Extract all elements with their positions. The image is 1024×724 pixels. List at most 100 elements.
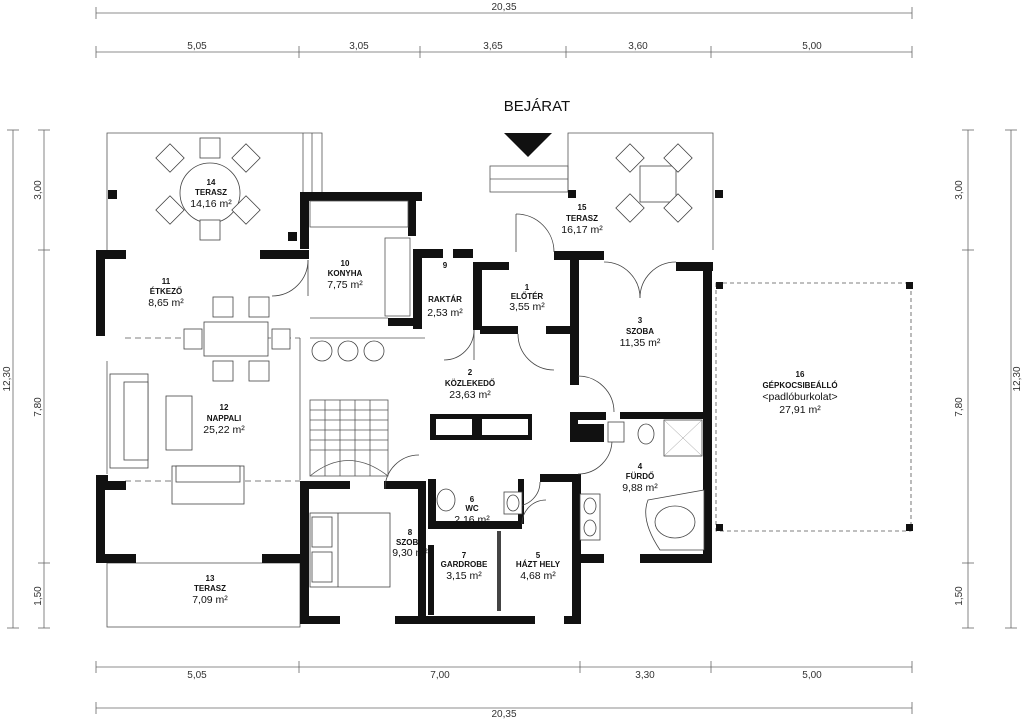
room-name: GÉPKOCSIBEÁLLÓ bbox=[762, 381, 837, 390]
dim-left-total: 12,30 bbox=[2, 366, 13, 391]
dim-left-seg-2: 7,80 bbox=[33, 397, 44, 417]
room-name: HÁZT HELY bbox=[516, 560, 561, 569]
room-area: 23,63 m² bbox=[449, 389, 491, 401]
room-number: 13 bbox=[206, 574, 215, 583]
room-number: 2 bbox=[468, 368, 473, 377]
terrace-dining-set-left bbox=[155, 137, 261, 241]
dim-bottom-seg-1: 5,05 bbox=[187, 670, 207, 681]
entrance-arrow-icon bbox=[504, 133, 552, 157]
room-name: WC bbox=[465, 504, 479, 513]
room-name: TERASZ bbox=[195, 188, 227, 197]
kitchen-counter bbox=[309, 200, 411, 317]
room-number: 9 bbox=[443, 261, 448, 270]
room-area: 3,15 m² bbox=[446, 570, 482, 582]
dim-top-seg-5: 5,00 bbox=[802, 41, 822, 52]
room-number: 5 bbox=[536, 551, 541, 560]
room-number: 11 bbox=[162, 277, 171, 286]
dim-top-seg-2: 3,05 bbox=[349, 41, 369, 52]
room-number: 16 bbox=[796, 370, 805, 379]
bottom-dimension-lines bbox=[95, 661, 913, 714]
dim-right-total: 12,30 bbox=[1012, 366, 1023, 391]
bed bbox=[309, 512, 391, 588]
room-1-label: 1 ELŐTÉR 3,55 m² bbox=[509, 283, 545, 313]
room-7-label: 7 GARDROBE 3,15 m² bbox=[441, 551, 488, 582]
room-name: TERASZ bbox=[566, 214, 598, 223]
entrance-label: BEJÁRAT bbox=[504, 98, 570, 115]
top-dimension-lines bbox=[95, 7, 913, 58]
room-name: RAKTÁR bbox=[428, 295, 462, 304]
dim-bottom-seg-4: 5,00 bbox=[802, 670, 822, 681]
dim-bottom-seg-3: 3,30 bbox=[635, 670, 655, 681]
room-number: 7 bbox=[462, 551, 467, 560]
room-name: GARDROBE bbox=[441, 560, 488, 569]
room-number: 8 bbox=[408, 528, 413, 537]
terrace-dining-set-right bbox=[615, 143, 693, 223]
room-area: 7,75 m² bbox=[327, 279, 363, 291]
interior-lines bbox=[106, 317, 425, 482]
dim-top-total: 20,35 bbox=[491, 2, 516, 13]
room-area: 11,35 m² bbox=[620, 337, 661, 349]
room-6-label: 6 WC 2,16 m² bbox=[454, 495, 490, 526]
dim-top-seg-3: 3,65 bbox=[483, 41, 503, 52]
room-number: 12 bbox=[220, 403, 229, 412]
room-number: 14 bbox=[207, 178, 216, 187]
room-number: 10 bbox=[341, 259, 350, 268]
dim-right-seg-2: 7,80 bbox=[954, 397, 965, 417]
room-area: 9,88 m² bbox=[622, 482, 658, 494]
room-number: 6 bbox=[470, 495, 475, 504]
room-11-label: 11 ÉTKEZŐ 8,65 m² bbox=[148, 277, 184, 309]
bar-stools bbox=[311, 340, 385, 362]
room-9-label: 9 RAKTÁR 2,53 m² bbox=[427, 261, 463, 319]
room-area: 3,55 m² bbox=[509, 301, 545, 313]
room-2-label: 2 KÖZLEKEDŐ 23,63 m² bbox=[445, 368, 495, 401]
room-13-label: 13 TERASZ 7,09 m² bbox=[192, 574, 228, 606]
room-3-label: 3 SZOBA 11,35 m² bbox=[620, 316, 661, 349]
dim-left-seg-1: 3,00 bbox=[33, 180, 44, 200]
room-name: KONYHA bbox=[328, 269, 363, 278]
dim-right-seg-1: 3,00 bbox=[954, 180, 965, 200]
room-10-label: 10 KONYHA 7,75 m² bbox=[327, 259, 363, 291]
room-15-label: 15 TERASZ 16,17 m² bbox=[561, 203, 603, 236]
dining-table bbox=[183, 296, 291, 382]
room-area: 9,30 m² bbox=[392, 547, 428, 559]
dim-top-seg-1: 5,05 bbox=[187, 41, 207, 52]
room-name: NAPPALI bbox=[207, 414, 242, 423]
room-name: SZOBA bbox=[396, 538, 424, 547]
staircase bbox=[309, 399, 389, 477]
room-name: SZOBA bbox=[626, 327, 654, 336]
room-8-label: 8 SZOBA 9,30 m² bbox=[392, 528, 428, 559]
room-area: 4,68 m² bbox=[520, 570, 556, 582]
room-14-label: 14 TERASZ 14,16 m² bbox=[190, 178, 232, 210]
room-area: 2,16 m² bbox=[454, 514, 490, 526]
room-area: 14,16 m² bbox=[190, 198, 232, 210]
room-4-label: 4 FÜRDŐ 9,88 m² bbox=[622, 462, 658, 494]
room-number: 15 bbox=[578, 203, 587, 212]
room-area: 27,91 m² bbox=[779, 404, 821, 416]
room-name: ELŐTÉR bbox=[511, 292, 544, 301]
door-swings bbox=[271, 213, 677, 525]
dim-bottom-seg-2: 7,00 bbox=[430, 670, 450, 681]
dim-left-seg-3: 1,50 bbox=[33, 586, 44, 606]
right-dimension-lines bbox=[962, 129, 1017, 629]
room-area: 7,09 m² bbox=[192, 594, 228, 606]
room-5-label: 5 HÁZT HELY 4,68 m² bbox=[516, 551, 561, 582]
dim-top-seg-4: 3,60 bbox=[628, 41, 648, 52]
room-subtitle: <padlóburkolat> bbox=[762, 391, 837, 403]
room-name: ÉTKEZŐ bbox=[150, 287, 182, 296]
room-area: 8,65 m² bbox=[148, 297, 184, 309]
room-number: 3 bbox=[638, 316, 643, 325]
left-dimension-lines bbox=[7, 129, 50, 629]
dim-bottom-total: 20,35 bbox=[491, 709, 516, 720]
room-number: 1 bbox=[525, 283, 530, 292]
living-room-furniture bbox=[109, 373, 245, 505]
room-16-label: 16 GÉPKOCSIBEÁLLÓ <padlóburkolat> 27,91 … bbox=[762, 370, 837, 416]
bathroom-fixtures bbox=[436, 419, 705, 551]
room-area: 16,17 m² bbox=[561, 224, 603, 236]
room-area: 25,22 m² bbox=[203, 424, 245, 436]
room-12-label: 12 NAPPALI 25,22 m² bbox=[203, 403, 245, 436]
room-number: 4 bbox=[638, 462, 643, 471]
room-name: KÖZLEKEDŐ bbox=[445, 379, 495, 388]
room-name: FÜRDŐ bbox=[626, 472, 654, 481]
room-name: TERASZ bbox=[194, 584, 226, 593]
